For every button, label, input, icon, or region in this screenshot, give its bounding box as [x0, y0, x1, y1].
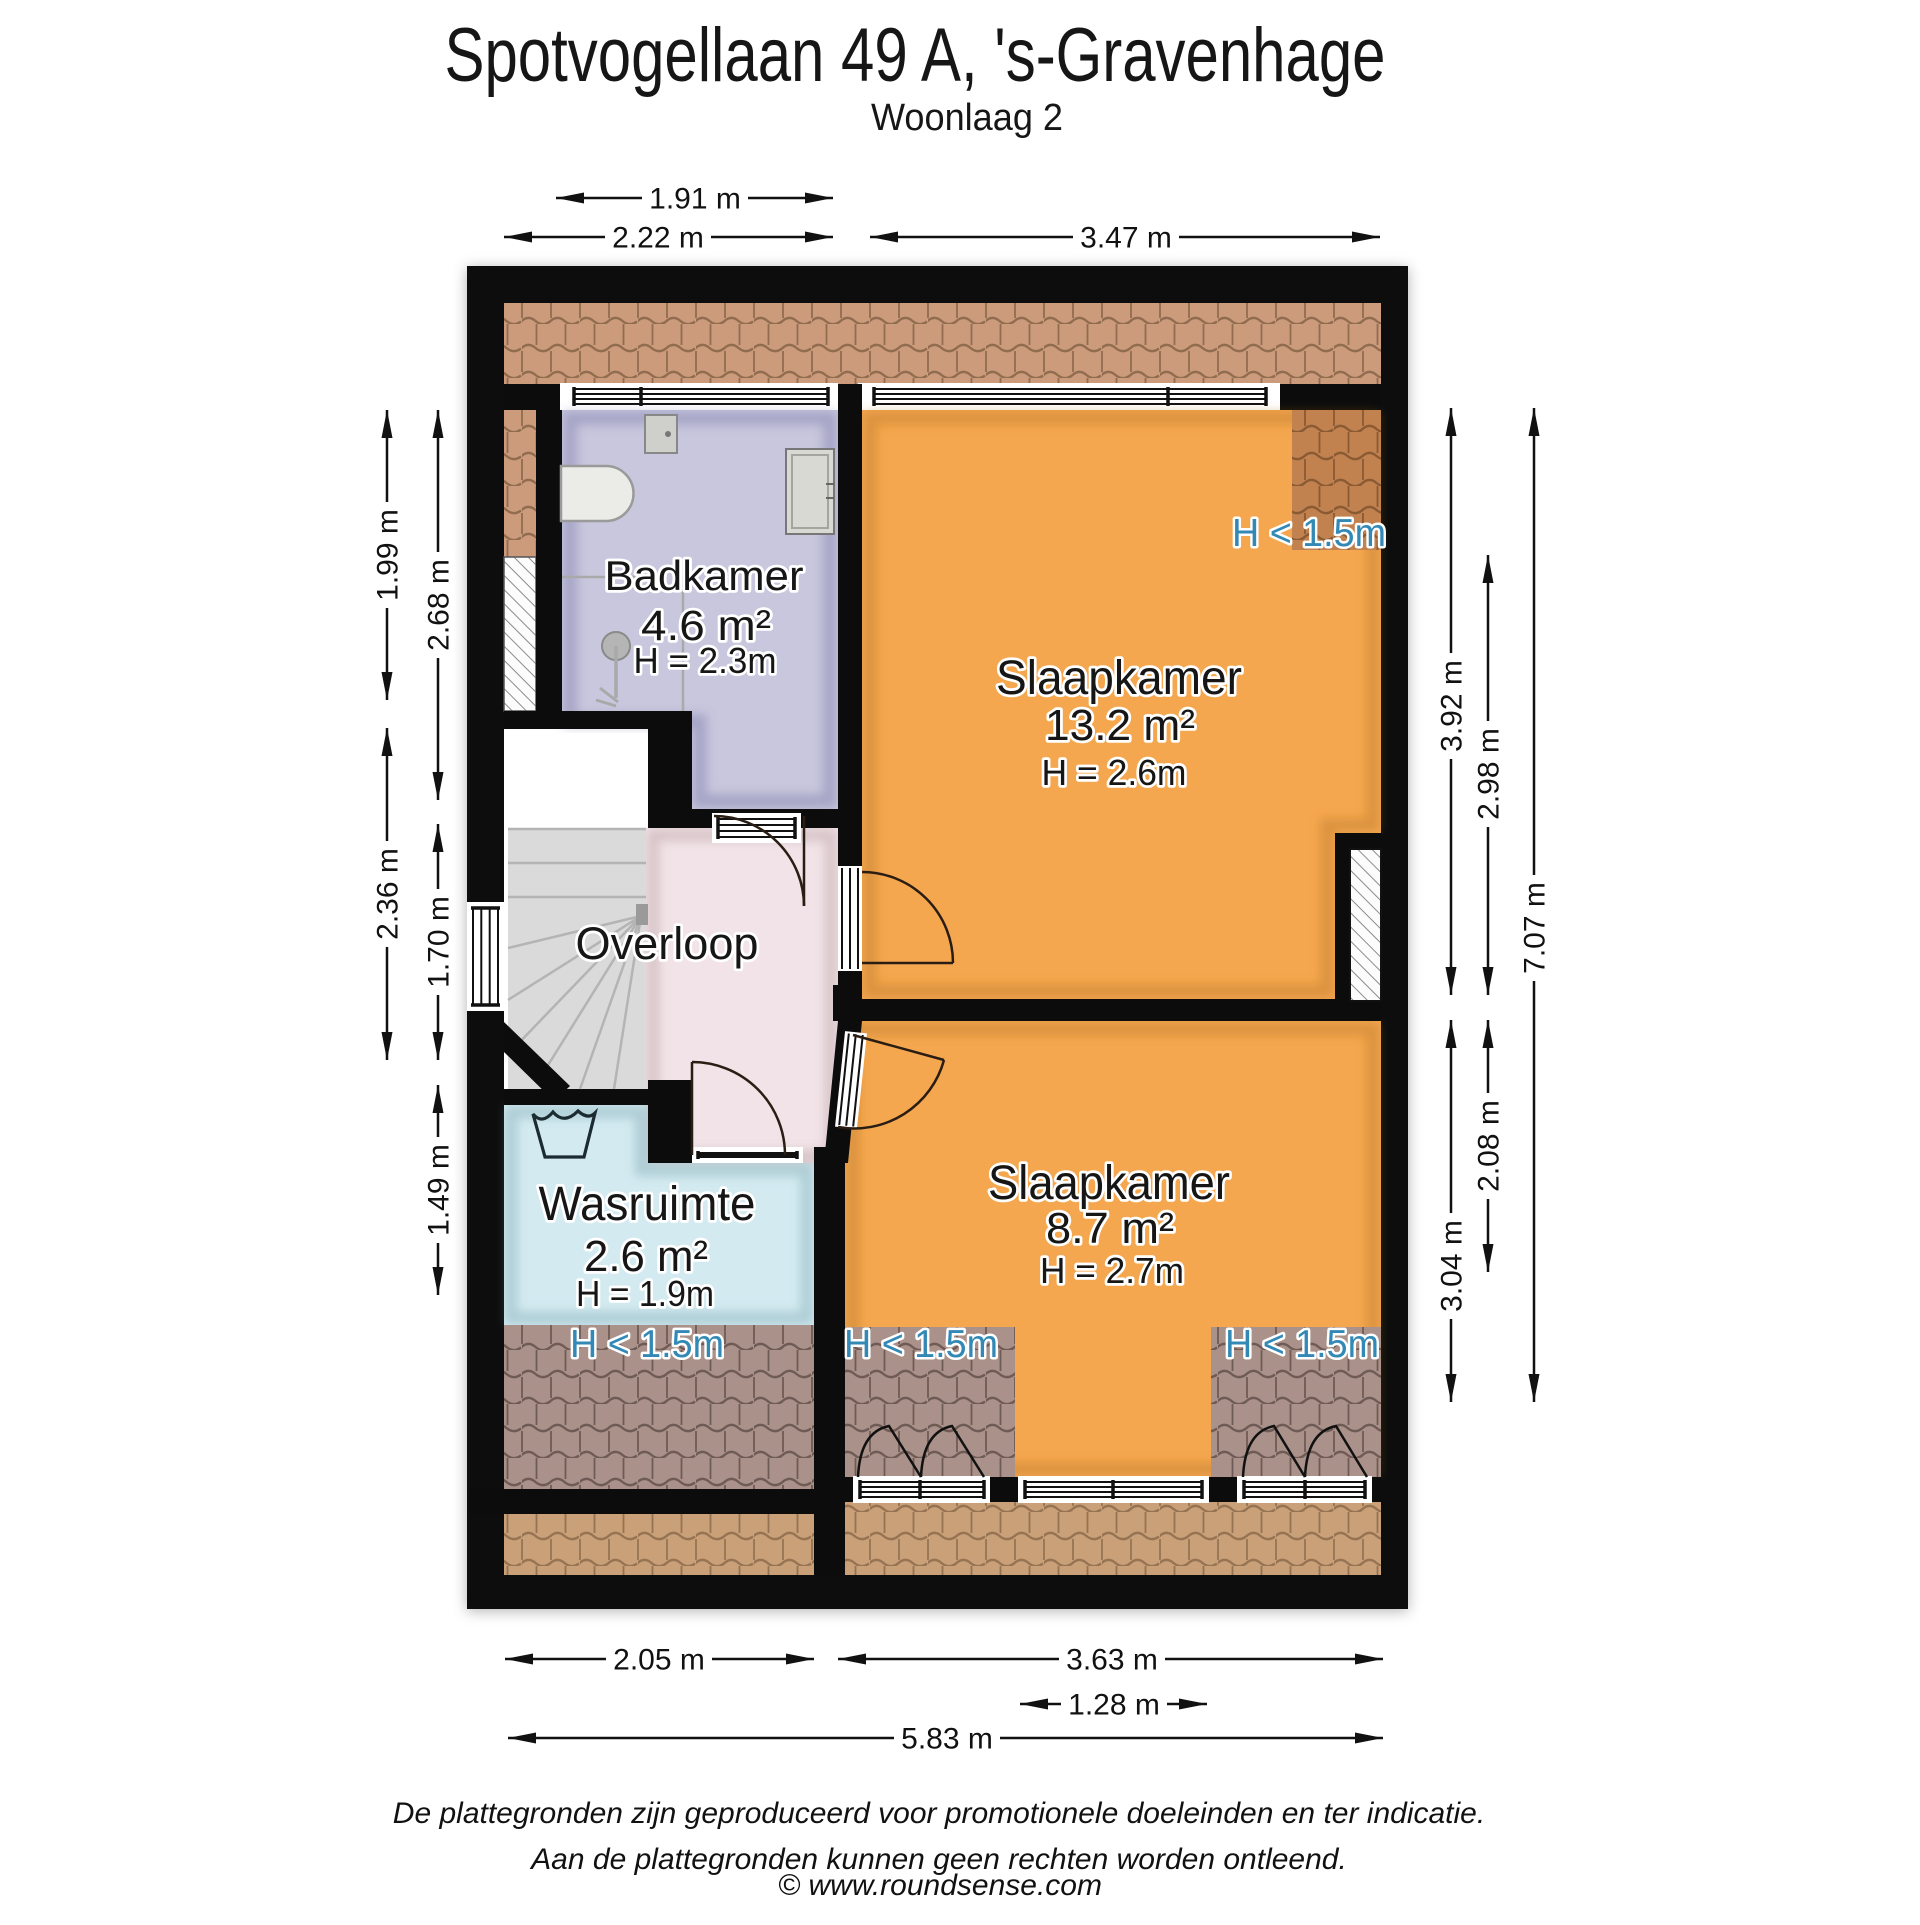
svg-text:H < 1.5m: H < 1.5m: [844, 1323, 998, 1366]
svg-text:3.47 m: 3.47 m: [1080, 222, 1172, 255]
svg-text:2.22 m: 2.22 m: [612, 222, 704, 255]
svg-text:4.6 m²: 4.6 m²: [641, 602, 771, 650]
svg-text:2.98 m: 2.98 m: [1473, 728, 1506, 820]
svg-text:H = 2.6m: H = 2.6m: [1042, 752, 1187, 793]
svg-text:2.68 m: 2.68 m: [423, 559, 456, 651]
svg-text:1.49 m: 1.49 m: [423, 1144, 456, 1236]
svg-text:Slaapkamer: Slaapkamer: [996, 652, 1242, 705]
svg-text:13.2 m²: 13.2 m²: [1045, 701, 1195, 750]
svg-text:© www.roundsense.com: © www.roundsense.com: [778, 1869, 1102, 1902]
svg-text:H < 1.5m: H < 1.5m: [570, 1323, 724, 1366]
svg-text:Spotvogellaan 49 A, 's-Gravenh: Spotvogellaan 49 A, 's-Gravenhage: [445, 13, 1386, 98]
svg-text:Aan de plattegronden kunnen ge: Aan de plattegronden kunnen geen rechten…: [529, 1843, 1347, 1876]
svg-text:Wasruimte: Wasruimte: [539, 1178, 756, 1231]
svg-text:Woonlaag 2: Woonlaag 2: [871, 97, 1063, 139]
svg-text:Slaapkamer: Slaapkamer: [988, 1157, 1230, 1210]
svg-text:Badkamer: Badkamer: [605, 552, 804, 599]
svg-text:3.04 m: 3.04 m: [1436, 1220, 1469, 1312]
svg-text:Overloop: Overloop: [576, 918, 759, 969]
svg-text:H = 1.9m: H = 1.9m: [576, 1273, 714, 1314]
svg-text:3.63 m: 3.63 m: [1066, 1644, 1158, 1677]
svg-text:5.83 m: 5.83 m: [901, 1723, 993, 1756]
svg-text:H < 1.5m: H < 1.5m: [1225, 1323, 1379, 1366]
svg-text:2.08 m: 2.08 m: [1473, 1100, 1506, 1192]
svg-text:3.92 m: 3.92 m: [1436, 660, 1469, 752]
svg-text:8.7 m²: 8.7 m²: [1046, 1204, 1174, 1253]
svg-text:2.6 m²: 2.6 m²: [584, 1232, 708, 1281]
svg-text:2.36 m: 2.36 m: [372, 848, 405, 940]
svg-text:H = 2.3m: H = 2.3m: [634, 640, 777, 681]
svg-text:De plattegronden zijn geproduc: De plattegronden zijn geproduceerd voor …: [393, 1797, 1485, 1830]
svg-text:1.91 m: 1.91 m: [649, 183, 741, 216]
svg-text:1.28 m: 1.28 m: [1068, 1689, 1160, 1722]
svg-text:1.70 m: 1.70 m: [423, 896, 456, 988]
svg-text:1.99 m: 1.99 m: [372, 509, 405, 601]
svg-text:7.07 m: 7.07 m: [1519, 882, 1552, 974]
svg-text:2.05 m: 2.05 m: [613, 1644, 705, 1677]
svg-text:H = 2.7m: H = 2.7m: [1040, 1250, 1184, 1291]
svg-text:H < 1.5m: H < 1.5m: [1232, 512, 1386, 555]
